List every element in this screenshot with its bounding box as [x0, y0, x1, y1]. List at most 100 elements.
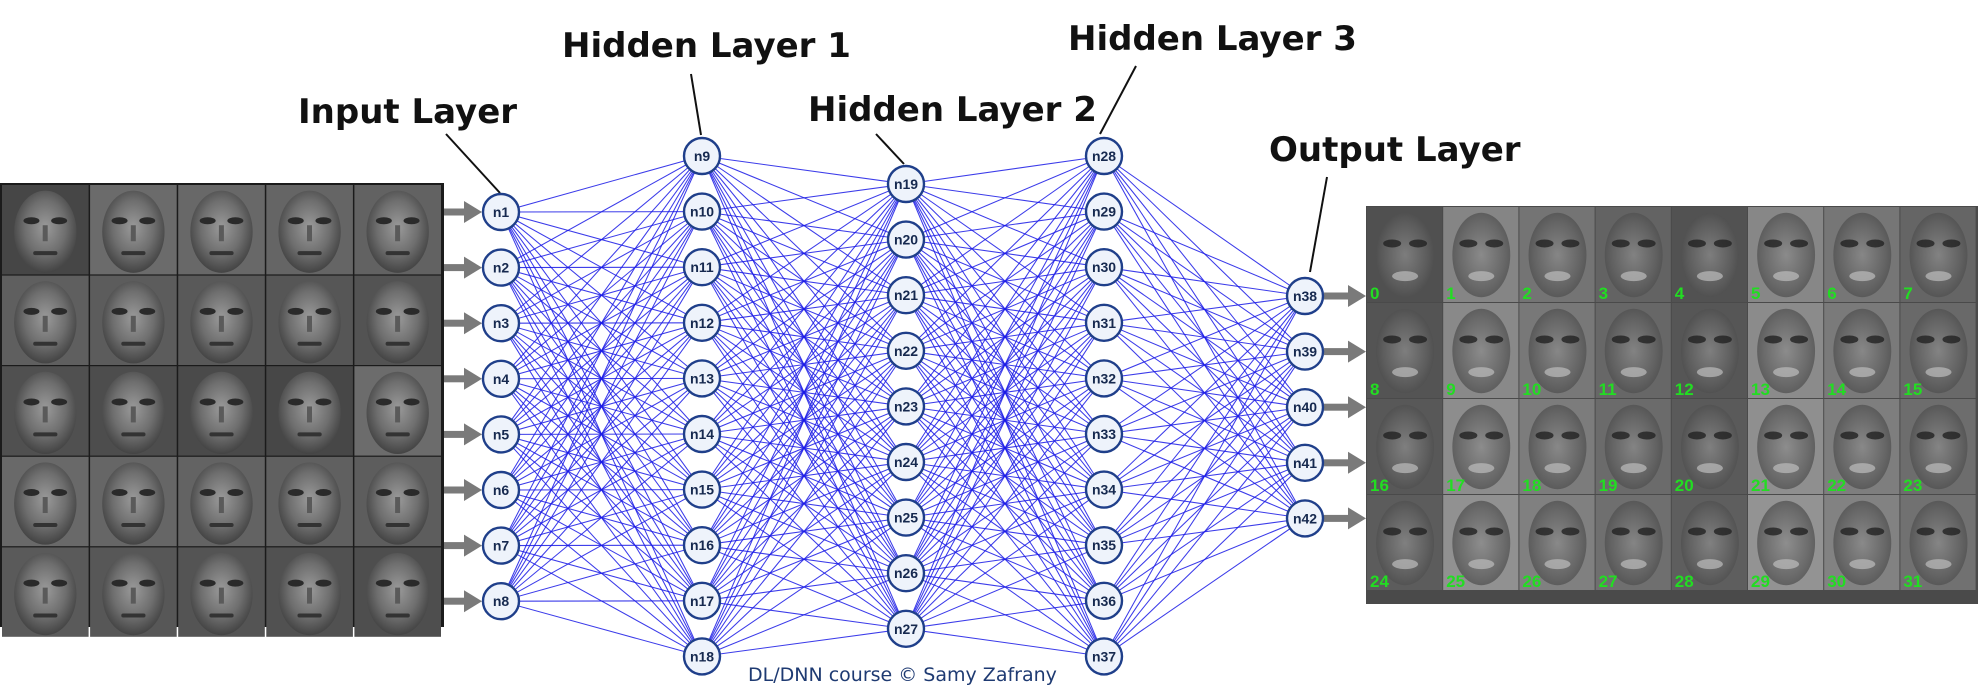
node-circle — [1084, 248, 1124, 287]
node-label: n19 — [894, 176, 918, 192]
node-circle — [481, 304, 521, 343]
input-face-image — [354, 456, 441, 547]
connection-n8-n13 — [500, 378, 703, 602]
arrow-icon — [1324, 396, 1366, 419]
node-circle — [1084, 526, 1124, 565]
node-label: n34 — [1092, 482, 1116, 498]
node-label: n8 — [493, 593, 510, 609]
output-eigenface-image: 20 — [1671, 399, 1747, 495]
node-circle — [1084, 581, 1124, 620]
output-eigenface-image: 13 — [1748, 303, 1824, 399]
connection-n8-n16 — [500, 544, 703, 602]
node-label: n17 — [690, 593, 714, 609]
node-circle — [481, 248, 521, 287]
node-circle — [886, 387, 926, 426]
connection-n27-n30 — [905, 266, 1105, 630]
eigenface-index-label: 0 — [1370, 284, 1379, 303]
output-layer-title: Output Layer — [1269, 130, 1521, 170]
node-label: n32 — [1092, 370, 1116, 386]
node-n22: n22 — [886, 331, 926, 370]
node-n15: n15 — [682, 470, 722, 509]
hidden-layer-2-title: Hidden Layer 2 — [808, 90, 1097, 130]
connection-n18-n27 — [701, 628, 907, 657]
eigenface-index-label: 6 — [1827, 284, 1836, 303]
connection-n16-n19 — [701, 183, 907, 546]
connection-n27-n28 — [905, 155, 1105, 630]
eigenface-index-label: 8 — [1370, 380, 1379, 399]
eigenface-index-label: 7 — [1903, 284, 1912, 303]
connection-n17-n19 — [701, 183, 907, 602]
node-n30: n30 — [1084, 248, 1124, 287]
node-circle — [682, 526, 722, 565]
node-label: n27 — [894, 621, 918, 637]
node-n40: n40 — [1285, 388, 1325, 427]
connection-n26-n28 — [905, 155, 1105, 574]
node-n3: n3 — [481, 304, 521, 343]
node-label: n9 — [694, 148, 711, 164]
output-eigenface-image: 18 — [1519, 399, 1595, 495]
network-nodes: n1n2n3n4n5n6n7n8n9n10n11n12n13n14n15n16n… — [481, 136, 1325, 676]
eigenface-index-label: 15 — [1903, 380, 1922, 399]
arrow-icon — [1324, 507, 1366, 530]
io-arrows — [444, 201, 1366, 613]
arrow-icon — [444, 312, 482, 335]
connection-n18-n21 — [701, 294, 907, 657]
connection-n27-n37 — [905, 628, 1105, 657]
node-label: n3 — [493, 315, 510, 331]
node-n38: n38 — [1285, 276, 1325, 316]
node-circle — [1084, 359, 1124, 398]
node-n28: n28 — [1084, 136, 1124, 176]
connection-n8-n18 — [500, 600, 703, 657]
node-n21: n21 — [886, 276, 926, 315]
connection-n12-n19 — [701, 183, 907, 324]
output-eigenface-image: 31 — [1900, 495, 1976, 591]
connection-n10-n19 — [701, 183, 907, 213]
connection-n9-n19 — [701, 155, 907, 185]
eigenface-index-label: 31 — [1903, 572, 1922, 591]
input-face-image — [266, 456, 353, 547]
arrow-icon — [444, 201, 482, 223]
eigenface-index-label: 3 — [1599, 284, 1608, 303]
output-eigenface-image: 26 — [1519, 495, 1595, 591]
arrow-icon — [1324, 340, 1366, 363]
node-label: n7 — [493, 538, 510, 554]
pointer-hidden-layer-2 — [875, 133, 905, 165]
connection-n2-n9 — [500, 155, 703, 269]
node-n33: n33 — [1084, 414, 1124, 454]
connection-n20-n28 — [905, 155, 1105, 241]
eigenface-index-label: 11 — [1599, 380, 1617, 399]
input-face-image — [354, 185, 441, 275]
connection-n27-n29 — [905, 211, 1105, 630]
connection-n34-n38 — [1103, 295, 1306, 490]
node-label: n20 — [894, 232, 918, 248]
node-label: n42 — [1293, 510, 1317, 526]
node-circle — [1285, 499, 1325, 538]
node-n20: n20 — [886, 220, 926, 259]
input-face-image — [90, 185, 177, 275]
input-face-image — [90, 366, 177, 456]
node-n19: n19 — [886, 164, 926, 204]
eigenface-index-label: 23 — [1903, 476, 1922, 495]
node-label: n41 — [1293, 455, 1317, 471]
node-n26: n26 — [886, 554, 926, 593]
eigenface-index-label: 27 — [1599, 572, 1618, 591]
arrow-icon — [444, 534, 482, 557]
node-circle — [481, 192, 521, 232]
node-n29: n29 — [1084, 192, 1124, 231]
output-eigenface-image: 23 — [1900, 399, 1976, 495]
node-circle — [682, 192, 722, 231]
node-label: n15 — [690, 482, 714, 498]
node-n41: n41 — [1285, 443, 1325, 482]
node-label: n4 — [493, 371, 510, 387]
output-eigenface-image: 4 — [1671, 207, 1747, 303]
node-circle — [1285, 443, 1325, 482]
course-credit: DL/DNN course © Samy Zafrany — [748, 664, 1057, 686]
node-n1: n1 — [481, 192, 521, 232]
connection-n28-n38 — [1103, 155, 1306, 297]
eigenface-index-label: 19 — [1599, 476, 1618, 495]
node-label: n26 — [894, 565, 918, 581]
input-face-image — [2, 185, 89, 275]
output-eigenface-image: 5 — [1748, 207, 1824, 303]
connection-n19-n28 — [905, 155, 1105, 185]
node-n10: n10 — [682, 192, 722, 231]
